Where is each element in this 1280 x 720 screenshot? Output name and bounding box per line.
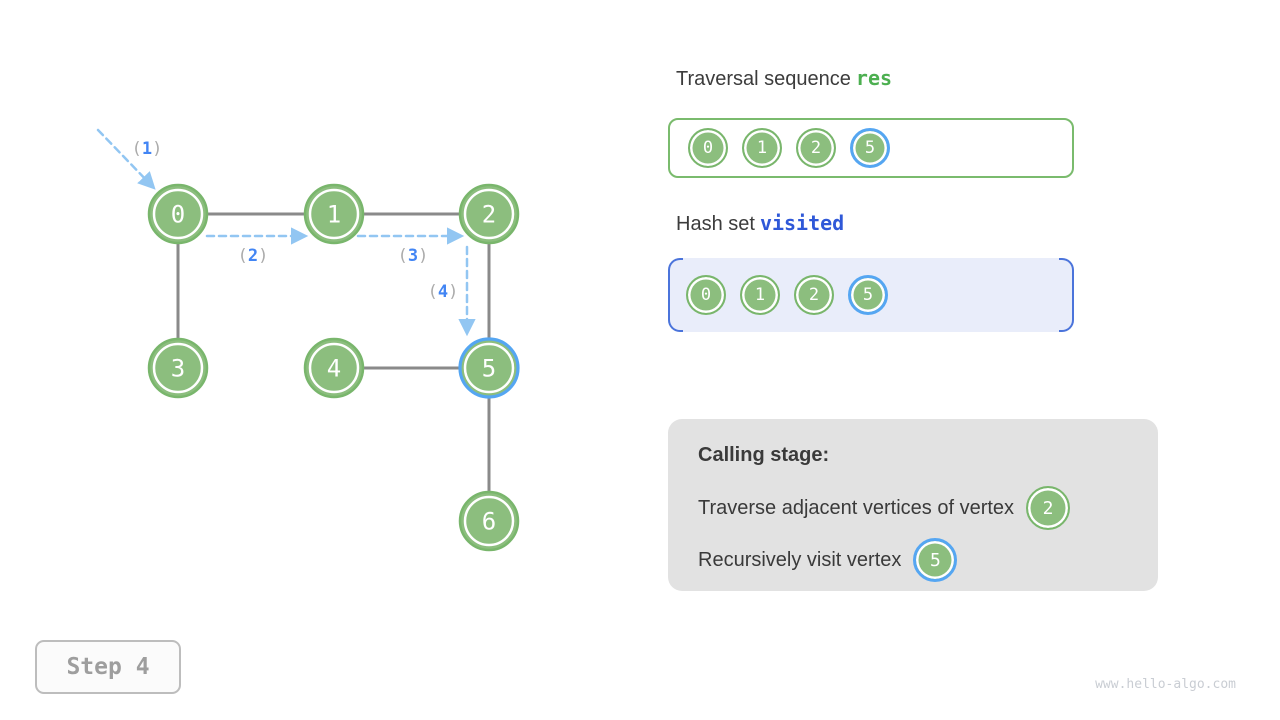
visited-item-2: 2 [794, 275, 834, 315]
visited-item-1: 1 [740, 275, 780, 315]
graph-nodes: 0 1 2 3 4 [147, 183, 520, 552]
res-item-0: 0 [688, 128, 728, 168]
calling-stage-line-2-text: Recursively visit vertex [698, 548, 902, 571]
calling-stage-vertex-2: 2 [1026, 486, 1071, 530]
res-item-2: 2 [796, 128, 836, 168]
svg-text:5: 5 [482, 355, 496, 383]
traversal-arrows [96, 128, 476, 337]
svg-text:0: 0 [171, 201, 185, 229]
graph-node-4: 4 [303, 337, 365, 399]
svg-text:2: 2 [482, 201, 496, 229]
traversal-arrow-labels: (1) (2) (3) (4) [132, 139, 459, 302]
svg-text:1: 1 [327, 201, 341, 229]
graph-diagram: (1) (2) (3) (4) 0 1 2 [96, 128, 520, 552]
res-item-5-highlighted: 5 [850, 128, 890, 168]
graph-node-5-highlighted: 5 [458, 337, 520, 399]
graph-node-3: 3 [147, 337, 209, 399]
graph-node-2: 2 [458, 183, 520, 245]
graph-node-1: 1 [303, 183, 365, 245]
visited-keyword: visited [759, 211, 845, 235]
calling-stage-line-2: Recursively visit vertex 5 [698, 538, 1128, 582]
traversal-sequence-box: 0 1 2 5 [668, 118, 1074, 178]
graph-node-6: 6 [458, 490, 520, 552]
step-badge: Step 4 [35, 640, 181, 694]
res-item-1: 1 [742, 128, 782, 168]
svg-text:4: 4 [327, 355, 341, 383]
calling-stage-line-1: Traverse adjacent vertices of vertex 2 [698, 486, 1128, 530]
svg-text:3: 3 [171, 355, 185, 383]
arrow-step-label-2: (2) [238, 246, 269, 266]
calling-stage-vertex-5-highlighted: 5 [913, 538, 958, 582]
visited-title-text: Hash set [676, 213, 755, 235]
calling-stage-line-1-text: Traverse adjacent vertices of vertex [698, 496, 1015, 519]
arrow-step-label-4: (4) [428, 282, 459, 302]
arrow-step-label-1: (1) [132, 139, 163, 159]
res-keyword: res [855, 66, 893, 90]
calling-stage-title: Calling stage: [698, 444, 830, 466]
graph-node-0: 0 [147, 183, 209, 245]
calling-stage-box: Calling stage: Traverse adjacent vertice… [668, 419, 1158, 591]
svg-text:6: 6 [482, 508, 496, 536]
arrow-step-label-3: (3) [398, 246, 429, 266]
visited-item-0: 0 [686, 275, 726, 315]
visited-item-5-highlighted: 5 [848, 275, 888, 315]
watermark: www.hello-algo.com [1095, 677, 1236, 692]
hash-set-box: 0 1 2 5 [668, 258, 1074, 332]
res-title-text: Traversal sequence [676, 68, 851, 90]
traversal-arrow-1-icon [96, 128, 156, 190]
